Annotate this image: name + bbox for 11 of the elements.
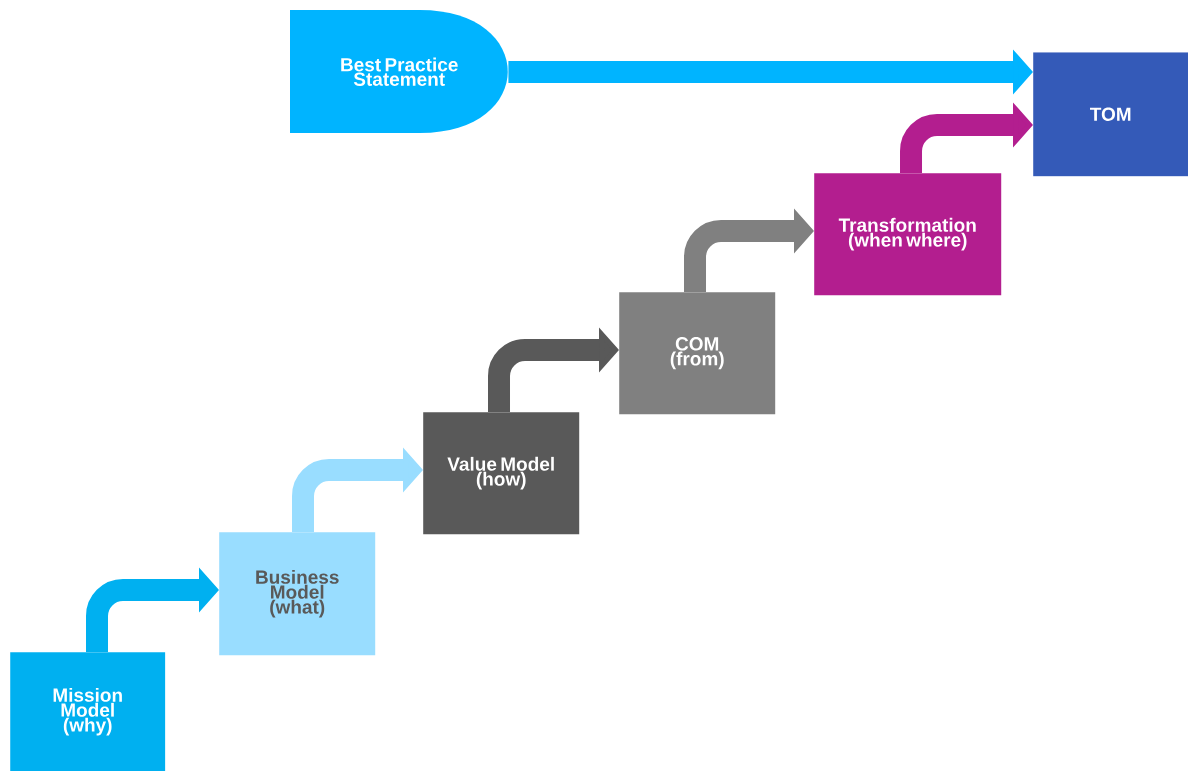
process-box: Value Model (how)	[423, 412, 580, 535]
process-box: TOM	[1033, 52, 1188, 177]
arrow	[488, 327, 619, 412]
arrow	[292, 447, 423, 532]
process-box: COM (from)	[619, 292, 776, 415]
arrow	[86, 567, 219, 652]
arrow	[684, 208, 814, 292]
process-box: Mission Model (why)	[10, 652, 166, 771]
process-box: Business Model (what)	[219, 532, 376, 656]
arrow	[900, 102, 1033, 173]
process-box: Transformation (when where)	[814, 173, 1002, 296]
